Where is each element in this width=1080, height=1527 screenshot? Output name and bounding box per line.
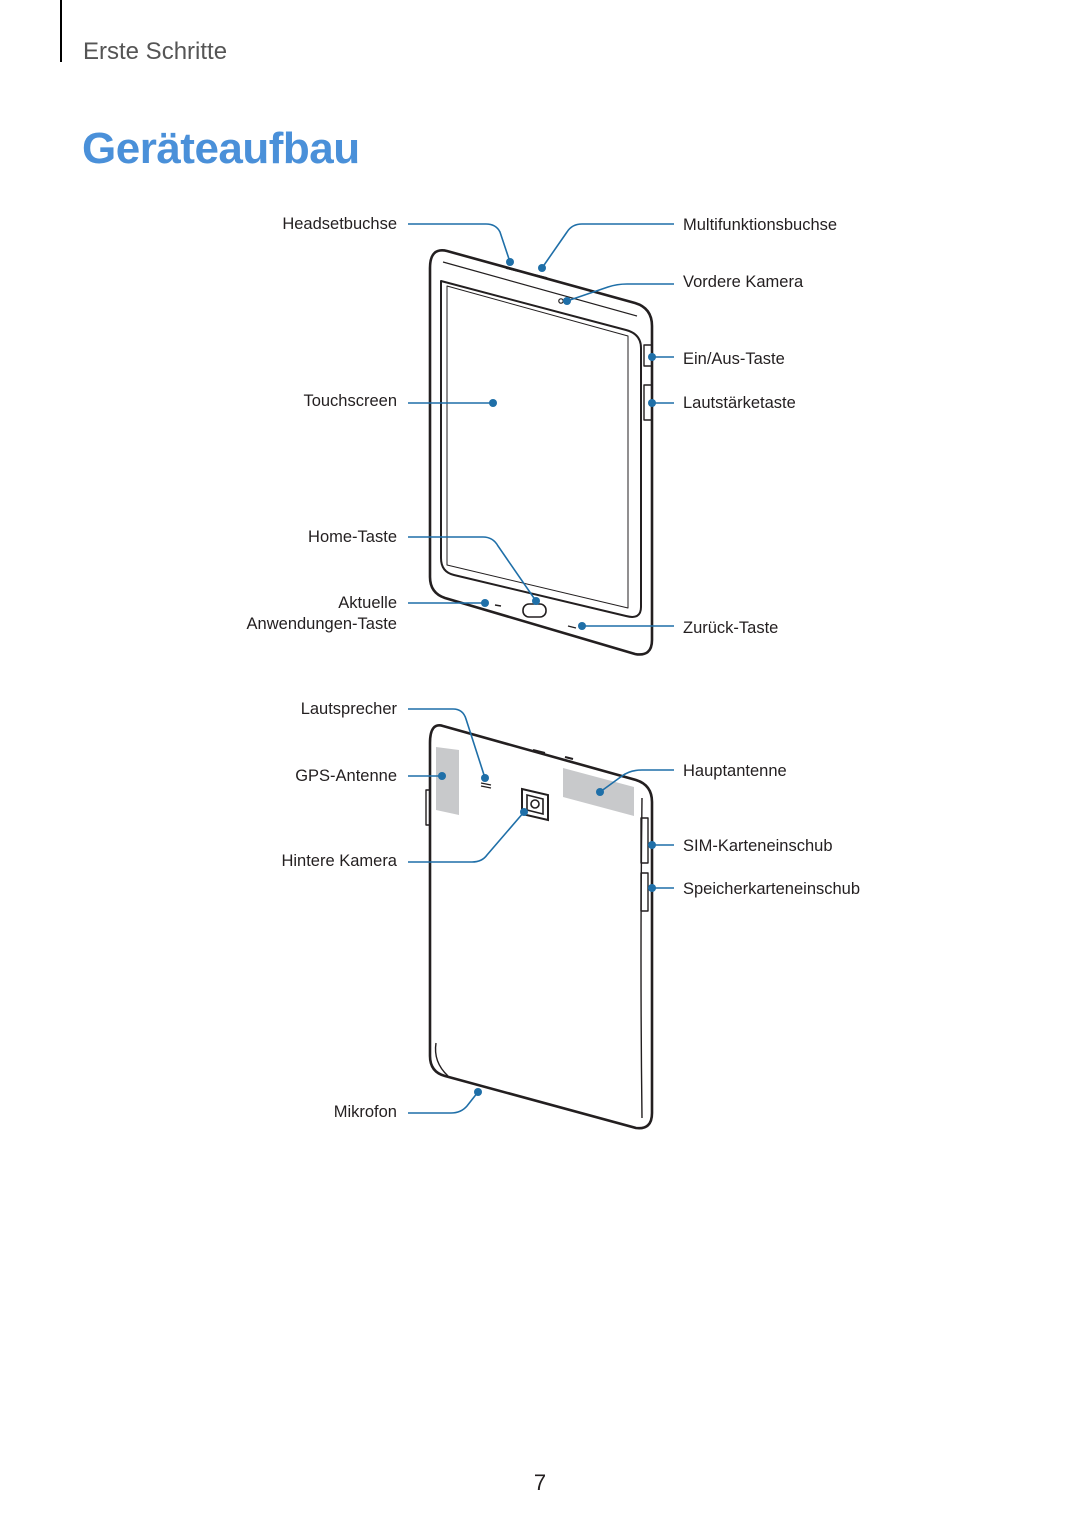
label-recent-apps-line1: Aktuelle — [338, 594, 397, 612]
tablet-front — [428, 249, 654, 656]
speaker-grille — [480, 782, 492, 789]
margin-rule — [60, 0, 62, 62]
back-antennas — [436, 747, 634, 816]
page-number: 7 — [533, 1470, 547, 1495]
label-sim-tray: SIM-Karteneinschub — [683, 837, 833, 855]
label-main-antenna: Hauptantenne — [683, 762, 787, 780]
label-home-key: Home-Taste — [308, 528, 397, 546]
front-callout-dots — [481, 258, 656, 630]
label-headset-jack: Headsetbuchse — [282, 215, 397, 233]
home-button-shape — [522, 603, 547, 618]
tablet-back — [425, 724, 654, 1130]
label-recent-apps-line2: Anwendungen-Taste — [246, 615, 397, 633]
label-gps-antenna: GPS-Antenne — [295, 767, 397, 785]
back-callout-dots — [438, 772, 656, 1096]
rear-camera-module — [521, 787, 549, 822]
label-memory-card-tray: Speicherkarteneinschub — [683, 880, 861, 898]
page-title: Geräteaufbau — [82, 124, 360, 173]
section-title: Erste Schritte — [83, 38, 228, 65]
label-front-camera: Vordere Kamera — [683, 273, 804, 291]
label-power-key: Ein/Aus-Taste — [683, 350, 785, 368]
back-callouts — [408, 708, 674, 1114]
label-rear-camera: Hintere Kamera — [281, 852, 397, 870]
label-multifunction-jack: Multifunktionsbuchse — [683, 216, 838, 234]
label-speaker: Lautsprecher — [300, 700, 397, 718]
label-touchscreen: Touchscreen — [303, 392, 397, 410]
label-microphone: Mikrofon — [333, 1103, 397, 1121]
label-back-key: Zurück-Taste — [683, 619, 779, 637]
label-volume-key: Lautstärketaste — [683, 394, 796, 412]
